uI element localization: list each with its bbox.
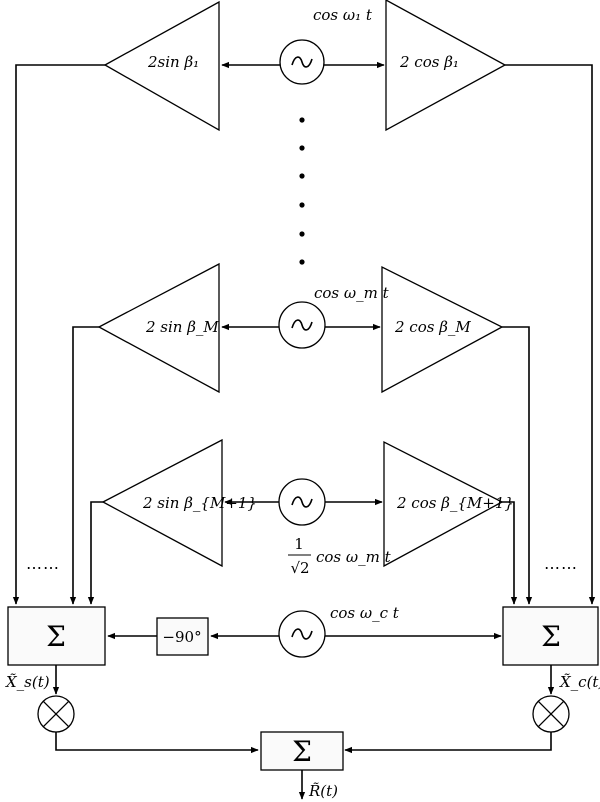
sin-amplifier-m <box>97 262 220 394</box>
oscillator-label-text: cos ω_m t <box>316 548 392 566</box>
right-adder <box>502 606 599 666</box>
xc-signal-label: X̃_c(t) <box>559 673 600 691</box>
cos-gain-label-m: 2 cos β_M <box>394 318 471 336</box>
cos-amplifier-1 <box>385 0 507 132</box>
cos-amplifier-m <box>381 265 504 394</box>
sin-gain-label-1: 2sin β₁ <box>147 53 199 71</box>
wire-left-multiplier-to-output-adder <box>55 732 259 754</box>
wire-sin-m-plus-1-to-left-adder <box>87 501 103 605</box>
phase-shift-label: −90° <box>162 628 201 646</box>
sin-gain-label-m-plus-1: 2 sin β_{M+1} <box>142 494 257 512</box>
cos-gain-label-m-plus-1: 2 cos β_{M+1} <box>396 494 514 512</box>
output-signal-label: R̃(t) <box>308 782 338 800</box>
right-ellipsis: …… <box>544 554 578 573</box>
left-multiplier-icon <box>37 695 75 733</box>
oscillator-label-m-plus-1: 1 √2 cos ω_m t <box>288 535 392 577</box>
fraction-denominator: √2 <box>290 559 309 577</box>
sin-amplifier-1 <box>103 0 220 132</box>
right-multiplier-icon <box>532 695 570 733</box>
left-adder-symbol: Σ <box>46 620 66 653</box>
sin-gain-label-m: 2 sin β_M <box>145 318 219 336</box>
wire-cos-m-to-right-adder <box>502 326 533 605</box>
row-m: 2 sin β_M 2 cos β_M cos ω_m t <box>69 262 533 605</box>
row-m-plus-1: 2 sin β_{M+1} 2 cos β_{M+1} 1 √2 cos ω_m… <box>87 438 518 605</box>
fraction-numerator: 1 <box>294 535 304 553</box>
wire-cos-m-plus-1-to-right-adder <box>502 501 518 605</box>
wire-right-multiplier-to-output-adder <box>344 732 552 754</box>
oscillator-label-1: cos ω₁ t <box>313 6 373 24</box>
left-ellipsis: …… <box>26 554 60 573</box>
right-adder-symbol: Σ <box>541 620 561 653</box>
sin-amplifier-m-plus-1 <box>101 438 223 568</box>
cos-gain-label-1: 2 cos β₁ <box>399 53 459 71</box>
left-adder <box>7 606 106 666</box>
wire-sin-m-to-left-adder <box>69 326 99 605</box>
xs-signal-label: X̃_s(t) <box>5 673 50 691</box>
carrier-label: cos ω_c t <box>330 604 400 622</box>
vertical-ellipsis <box>299 117 305 265</box>
row-1: 2sin β₁ 2 cos β₁ cos ω₁ t <box>12 0 596 605</box>
oscillator-label-m: cos ω_m t <box>314 284 390 302</box>
wire-cos-1-to-right-adder <box>505 64 596 605</box>
cos-amplifier-m-plus-1 <box>383 440 504 568</box>
output-adder-symbol: Σ <box>292 735 312 768</box>
wire-sin-1-to-left-adder <box>12 64 105 605</box>
